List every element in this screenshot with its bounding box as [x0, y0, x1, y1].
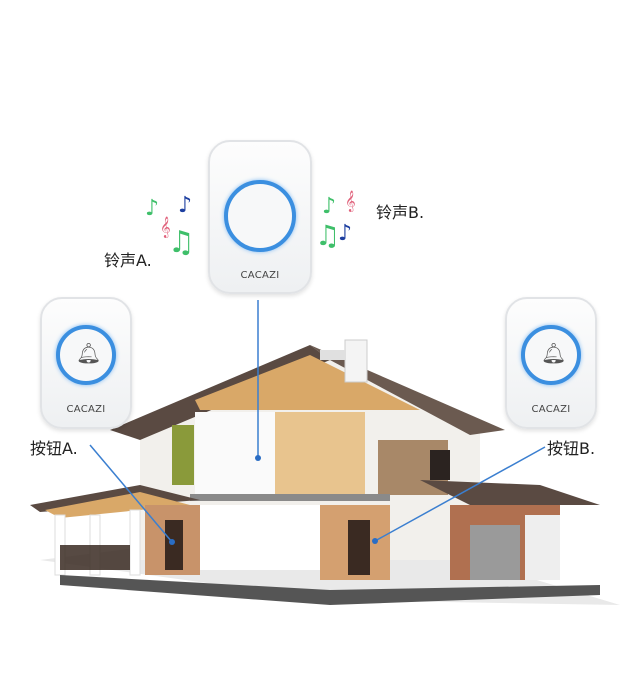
button-b-ring	[521, 325, 581, 385]
button-b-brand: CACAZI	[531, 404, 571, 415]
svg-text:♫: ♫	[315, 219, 340, 252]
button-b-label: 按钮B.	[547, 439, 596, 458]
receiver-brand: CACAZI	[240, 270, 280, 281]
ringtone-b-label: 铃声B.	[376, 203, 425, 222]
svg-text:♪: ♪	[322, 194, 336, 219]
svg-text:♪: ♪	[178, 193, 192, 218]
svg-text:𝄞: 𝄞	[160, 217, 171, 238]
svg-text:♪: ♪	[338, 221, 352, 246]
bell-icon: 🔔︎	[541, 341, 567, 365]
button-a-device: 🔔︎ CACAZI	[40, 297, 132, 429]
receiver-device: CACAZI	[208, 140, 312, 294]
receiver-ring-light	[224, 180, 296, 252]
svg-text:♪: ♪	[145, 196, 159, 221]
button-b-device: 🔔︎ CACAZI	[505, 297, 597, 429]
bell-icon: 🔔︎	[76, 341, 102, 365]
ringtone-a-label: 铃声A.	[104, 251, 152, 270]
button-a-label: 按钮A.	[30, 439, 78, 458]
svg-text:♫: ♫	[168, 225, 195, 260]
button-a-ring	[56, 325, 116, 385]
button-a-brand: CACAZI	[66, 404, 106, 415]
svg-text:𝄞: 𝄞	[345, 191, 356, 212]
